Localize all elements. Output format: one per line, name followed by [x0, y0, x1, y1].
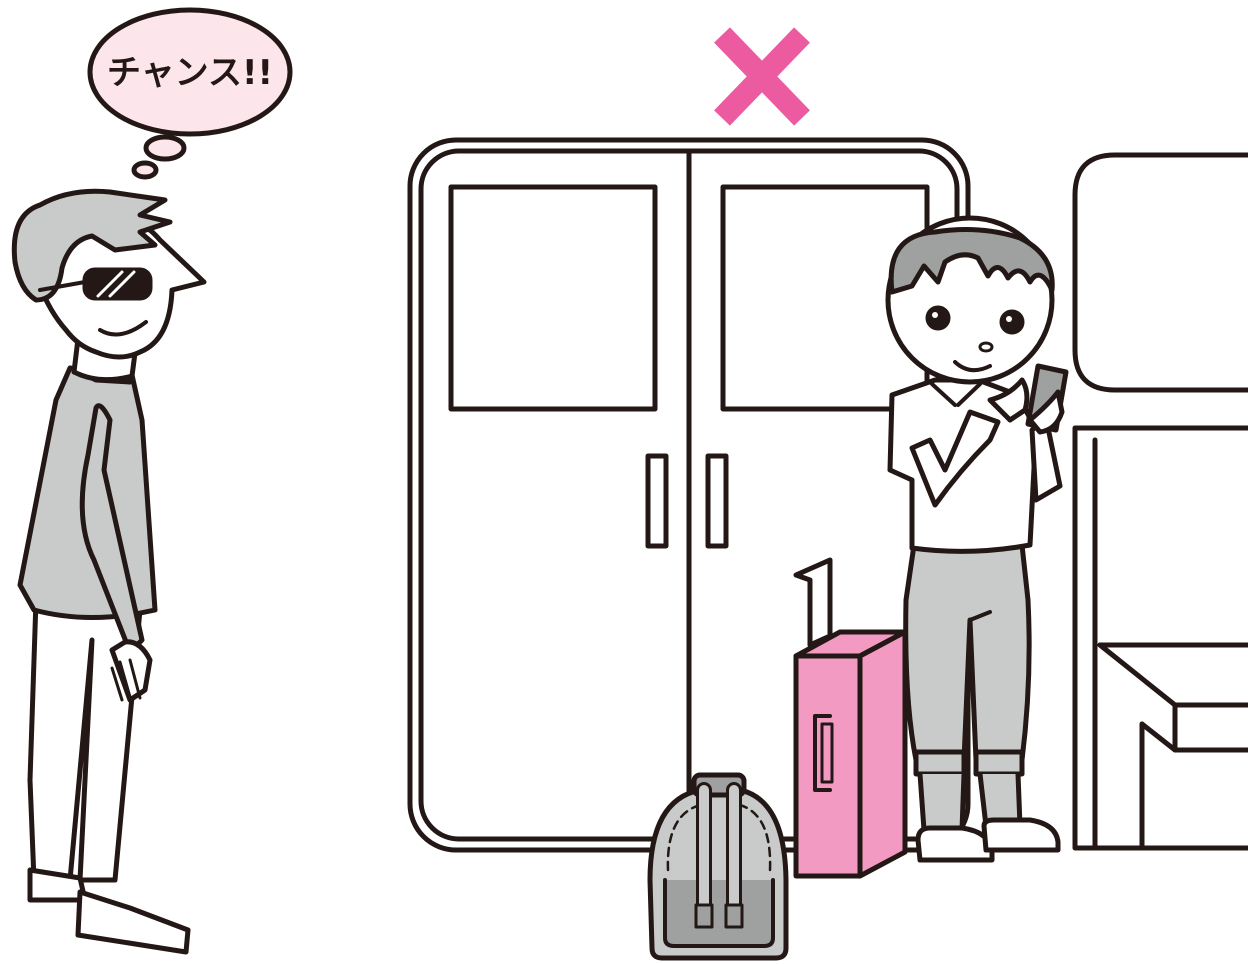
boy-cuff-right — [973, 749, 1025, 777]
man-figure — [11, 188, 207, 955]
sunglasses-icon — [82, 267, 153, 301]
boy-hair — [888, 227, 1055, 295]
man-hand — [109, 639, 153, 703]
boy-cuff-left — [913, 749, 967, 777]
thought-bubble-main — [87, 7, 293, 137]
man-hair — [11, 188, 173, 303]
thought-bubble-mid — [143, 134, 187, 162]
door-handle-right — [705, 453, 729, 549]
boy-shoe-left — [915, 825, 995, 863]
thought-bubble-text: チャンス!! — [107, 53, 273, 93]
boy-eye-left — [925, 305, 951, 331]
boy-eye-right — [999, 309, 1025, 335]
man-shoe-right — [75, 889, 191, 955]
thought-bubble: チャンス!! — [87, 7, 293, 180]
thought-bubble-small — [131, 160, 159, 180]
boy-figure — [885, 215, 1069, 863]
door-window-left — [448, 184, 658, 412]
train-seat-area — [1072, 152, 1248, 851]
door-handle-left — [645, 453, 669, 549]
backpack — [647, 772, 789, 961]
prohibited-x-mark — [714, 27, 810, 126]
suitcase — [793, 557, 908, 879]
side-window — [1072, 152, 1248, 393]
man-shoe-left — [27, 867, 88, 903]
boy-pants — [903, 542, 1032, 763]
boy-shoe-right — [981, 817, 1061, 853]
man-arm — [79, 403, 145, 655]
